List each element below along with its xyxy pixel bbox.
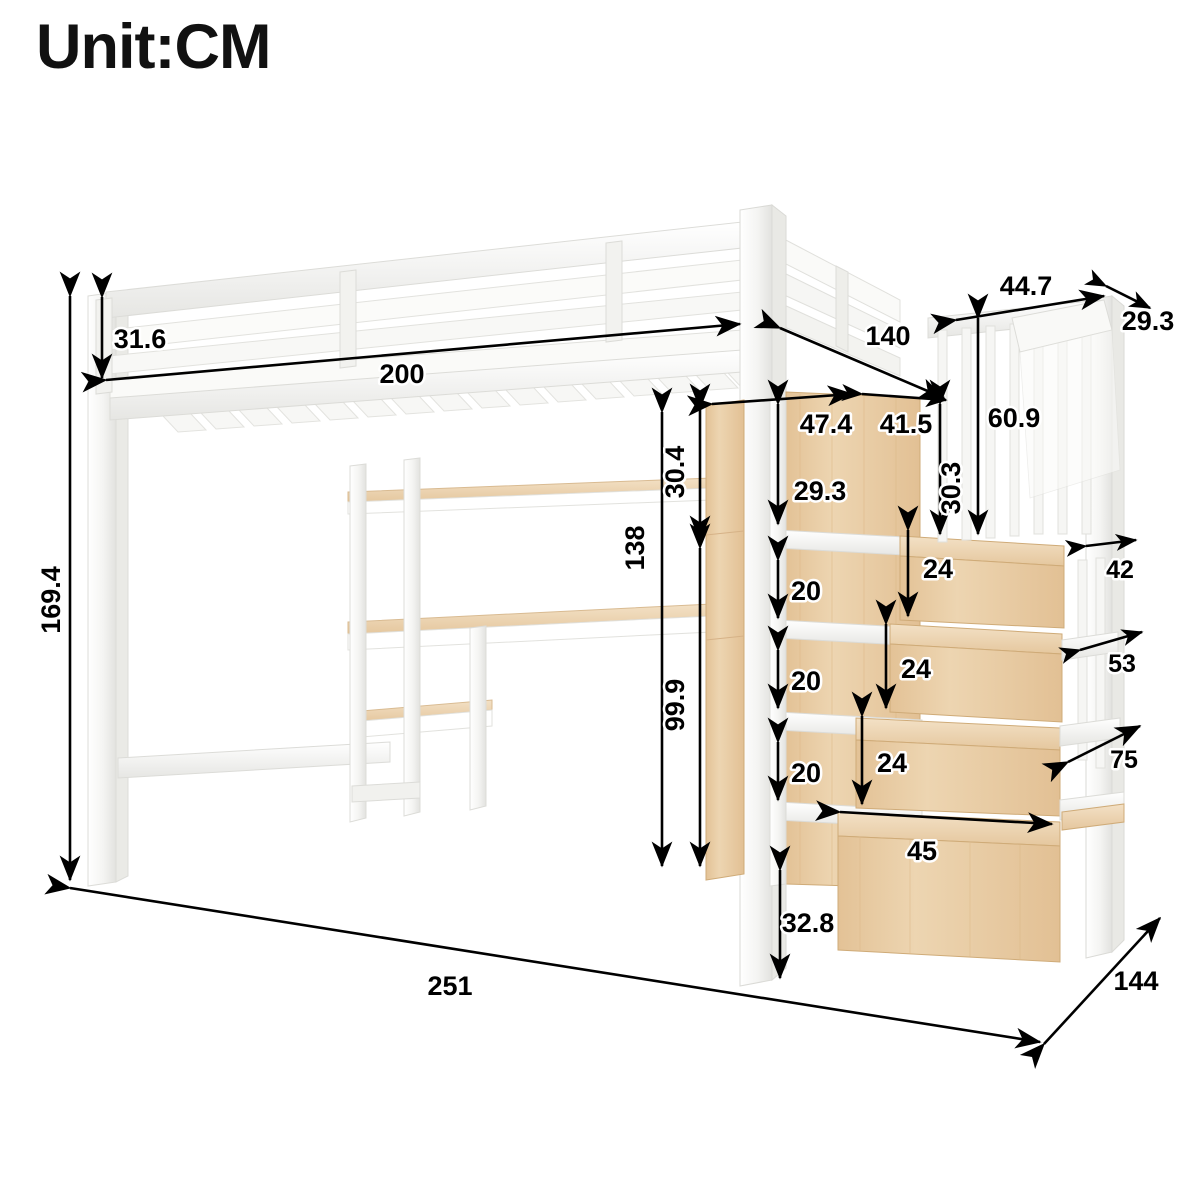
dimension-labels: 169.4 31.6 200 140 44.7 29.3 47.4 41.5 3… [34,269,1177,1004]
dim-45 [815,800,1054,834]
dim-label-144: 144 [1113,966,1158,996]
lower-stretcher-rail [117,741,391,779]
dim-label-140: 140 [865,321,910,351]
dim-140 [753,308,946,400]
dim-label-200: 200 [379,359,424,389]
dim-label-169-4: 169.4 [36,566,66,634]
dim-251 [44,873,1042,1049]
dim-42 [1064,533,1138,557]
dim-29-3-top [1084,269,1152,310]
dim-label-30-4: 30.4 [660,446,690,499]
page-title: Unit:CM [36,12,271,82]
dim-200 [80,315,742,393]
dim-label-24-a: 24 [923,554,953,584]
dimension-annotations [44,269,1162,1070]
dim-label-53: 53 [1108,650,1136,678]
dim-label-41-5: 41.5 [880,409,933,439]
dim-label-24-c: 24 [877,748,907,778]
dim-label-47-4: 47.4 [800,409,853,439]
dim-label-75: 75 [1110,746,1138,774]
dim-label-60-9: 60.9 [988,403,1041,433]
desk-unit [347,457,713,823]
dim-label-20-b: 20 [791,666,821,696]
dim-label-29-3-mid: 29.3 [794,476,847,506]
dim-label-45: 45 [907,836,937,866]
dim-144 [1019,916,1162,1070]
dim-label-24-b: 24 [901,654,931,684]
loft-bed-illustration [87,203,1125,987]
dim-label-20-a: 20 [791,576,821,606]
dim-75 [1041,724,1142,783]
dim-label-20-c: 20 [791,758,821,788]
dim-label-138: 138 [620,525,650,570]
dim-53 [1058,629,1144,664]
dim-label-99-9: 99.9 [660,679,690,732]
dim-label-44-7: 44.7 [1000,271,1053,301]
dim-label-29-3-top: 29.3 [1122,306,1175,336]
dim-label-30-3: 30.3 [936,462,966,515]
dim-label-251: 251 [427,971,472,1001]
dim-label-32-8: 32.8 [782,908,835,938]
dim-label-31-6: 31.6 [114,324,167,354]
dim-label-42: 42 [1106,556,1134,584]
